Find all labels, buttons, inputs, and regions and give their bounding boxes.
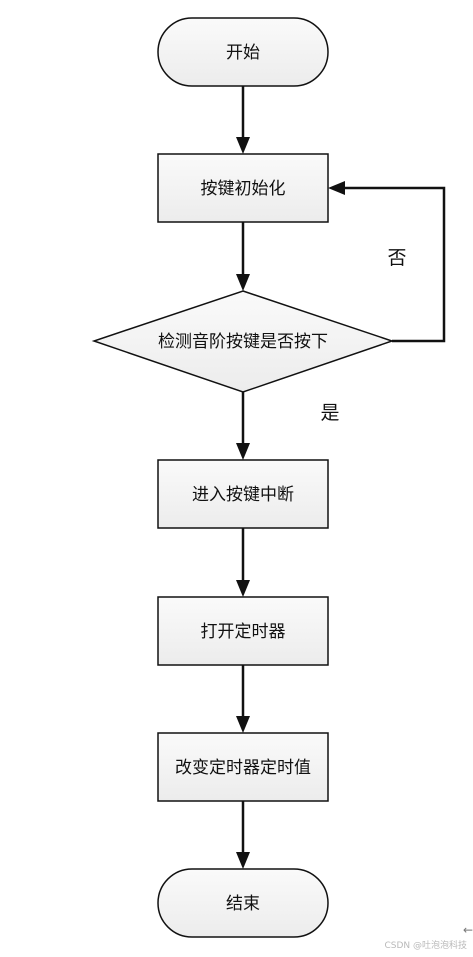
init-node-label: 按键初始化: [201, 179, 286, 199]
arrow-interrupt-to-open-timer: [236, 528, 250, 597]
init-node: 按键初始化: [157, 153, 329, 223]
start-node-label: 开始: [226, 43, 260, 63]
decision-node-label: 检测音阶按键是否按下: [158, 332, 328, 352]
interrupt-node: 进入按键中断: [157, 459, 329, 529]
open-timer-node-label: 打开定时器: [201, 622, 286, 642]
arrow-yes-to-interrupt: [236, 392, 250, 460]
corner-arrow-icon: ←: [462, 923, 473, 937]
change-timer-node: 改变定时器定时值: [157, 732, 329, 802]
watermark: CSDN @吐泡泡科技: [384, 941, 467, 951]
arrow-open-to-change-timer: [236, 665, 250, 733]
arrow-change-timer-to-end: [236, 801, 250, 869]
yes-label: 是: [320, 402, 339, 424]
end-node-label: 结束: [226, 894, 260, 914]
arrow-start-to-init: [236, 86, 250, 154]
interrupt-node-label: 进入按键中断: [192, 485, 294, 505]
no-label: 否: [387, 247, 406, 269]
decision-node: 检测音阶按键是否按下: [91, 290, 395, 393]
arrow-no-loop: [328, 181, 446, 343]
open-timer-node: 打开定时器: [157, 596, 329, 666]
change-timer-node-label: 改变定时器定时值: [175, 758, 311, 778]
arrow-init-to-decision: [236, 222, 250, 291]
end-node: 结束: [157, 868, 329, 938]
start-node: 开始: [157, 17, 329, 87]
